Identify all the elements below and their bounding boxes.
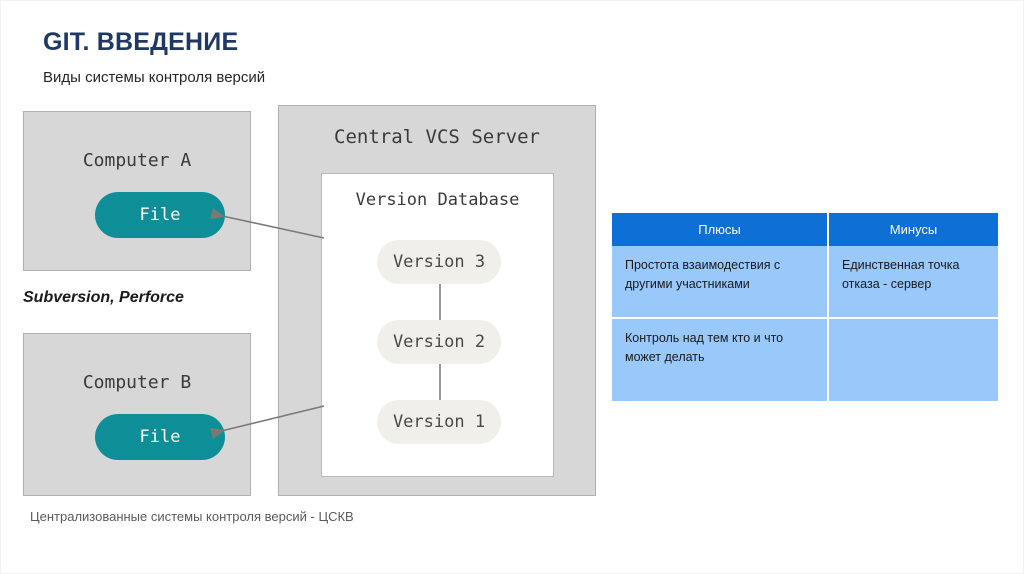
table-cell-cons-1: Единственная точка отказа - сервер <box>828 246 998 318</box>
computer-b-label: Computer B <box>82 372 192 393</box>
table-cell-pros-2: Контроль над тем кто и что может делать <box>612 317 829 401</box>
table-header-row: Плюсы Минусы <box>612 213 998 246</box>
table-header-pros: Плюсы <box>612 213 829 246</box>
table-row: Контроль над тем кто и что может делать <box>612 317 998 401</box>
computer-a-box: Computer A File <box>23 111 251 271</box>
table-cell-pros-1: Простота взаимодествия с другими участни… <box>612 246 829 318</box>
page-subtitle: Виды системы контроля версий <box>43 69 266 86</box>
table-row: Простота взаимодествия с другими участни… <box>612 246 998 318</box>
computer-a-label: Computer A <box>82 150 192 171</box>
version-connector-3-2 <box>439 284 441 320</box>
file-pill-computer-b: File <box>95 414 225 460</box>
footer-caption: Централизованные системы контроля версий… <box>30 509 354 524</box>
file-pill-computer-a: File <box>95 192 225 238</box>
version-database-label: Version Database <box>355 190 520 210</box>
version-connector-2-1 <box>439 364 441 400</box>
table-cell-cons-2 <box>828 317 998 401</box>
computer-b-box: Computer B File <box>23 333 251 496</box>
page-title: GIT. ВВЕДЕНИЕ <box>43 28 239 56</box>
version-pill-1: Version 1 <box>377 400 501 444</box>
central-vcs-server-box: Central VCS Server Version Database Vers… <box>278 105 596 496</box>
version-database-box: Version Database Version 3 Version 2 Ver… <box>321 173 554 477</box>
version-pill-3: Version 3 <box>377 240 501 284</box>
vcs-examples-label: Subversion, Perforce <box>23 289 184 306</box>
central-vcs-server-label: Central VCS Server <box>334 126 540 148</box>
table-header-cons: Минусы <box>828 213 998 246</box>
version-pill-2: Version 2 <box>377 320 501 364</box>
pros-cons-table: Плюсы Минусы Простота взаимодествия с др… <box>612 213 998 401</box>
